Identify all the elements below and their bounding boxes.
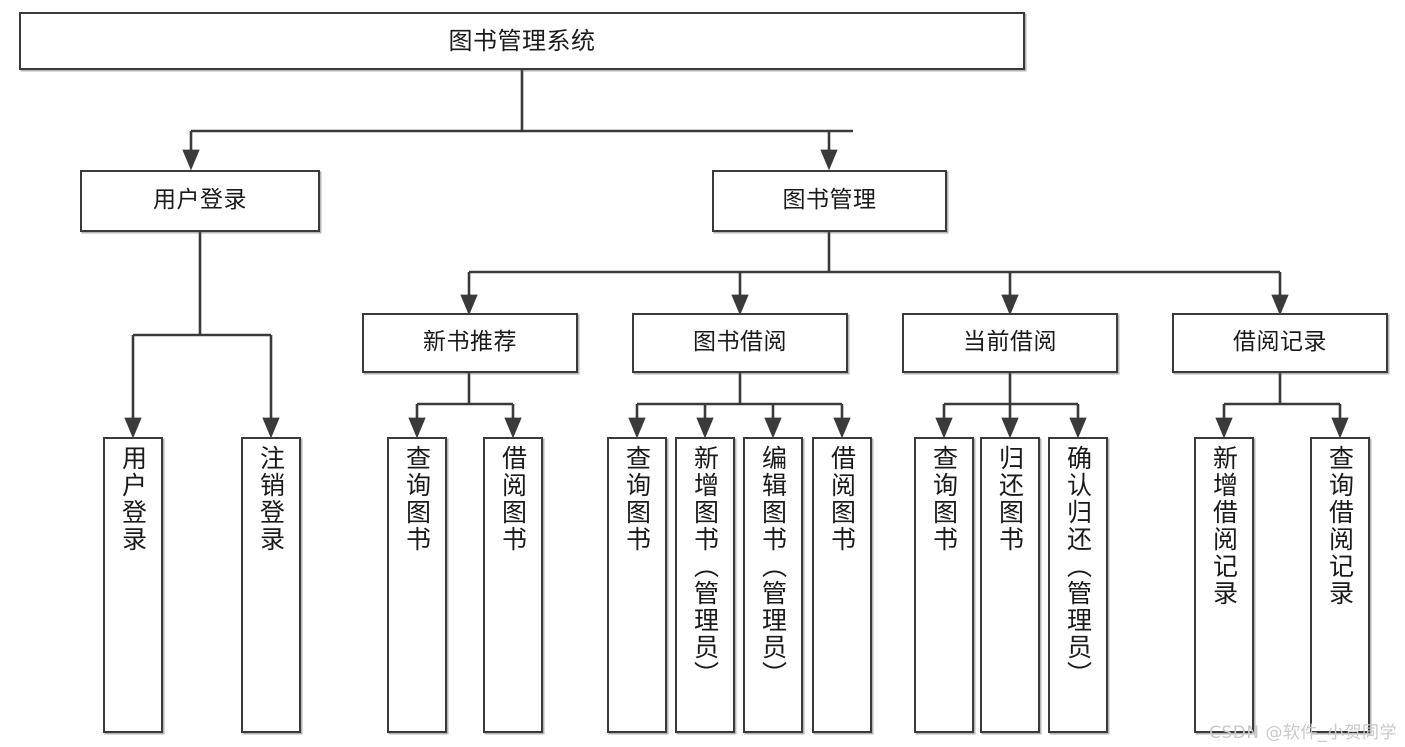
- node-leaf-add-borrow-record[interactable]: 新增借阅记录: [1194, 437, 1254, 733]
- node-new-book-recommend[interactable]: 新书推荐: [362, 313, 578, 373]
- node-label: 归还图书: [995, 445, 1025, 553]
- node-label: 借阅记录: [1233, 329, 1327, 356]
- node-label: 新增借阅记录: [1209, 445, 1239, 607]
- node-leaf-borrow-book-recommend[interactable]: 借阅图书: [483, 437, 543, 733]
- node-current-borrow[interactable]: 当前借阅: [902, 313, 1118, 373]
- node-label: 用户登录: [153, 187, 247, 214]
- node-label: 当前借阅: [963, 329, 1057, 356]
- node-borrow-record[interactable]: 借阅记录: [1172, 313, 1388, 373]
- node-leaf-query-book-current[interactable]: 查询图书: [914, 437, 974, 733]
- node-book-borrow[interactable]: 图书借阅: [632, 313, 848, 373]
- node-label: 用户登录: [118, 445, 148, 553]
- csdn-watermark: CSDN @软件_小贺同学: [1209, 723, 1397, 743]
- node-leaf-borrow-book[interactable]: 借阅图书: [812, 437, 872, 733]
- node-leaf-logout[interactable]: 注销登录: [241, 437, 301, 733]
- node-label: 编辑图书（管理员）: [758, 445, 788, 688]
- node-leaf-edit-book-admin[interactable]: 编辑图书（管理员）: [743, 437, 803, 733]
- node-book-management[interactable]: 图书管理: [712, 170, 947, 232]
- node-leaf-user-login[interactable]: 用户登录: [103, 437, 163, 733]
- node-label: 查询图书: [622, 445, 652, 553]
- node-user-login[interactable]: 用户登录: [80, 170, 320, 232]
- node-leaf-confirm-return-admin[interactable]: 确认归还（管理员）: [1048, 437, 1108, 733]
- node-root-system[interactable]: 图书管理系统: [19, 12, 1025, 70]
- node-label: 借阅图书: [498, 445, 528, 553]
- node-label: 查询图书: [402, 445, 432, 553]
- node-leaf-query-borrow-record[interactable]: 查询借阅记录: [1310, 437, 1370, 733]
- node-label: 图书管理系统: [448, 26, 596, 55]
- node-label: 确认归还（管理员）: [1063, 445, 1093, 688]
- node-label: 注销登录: [256, 445, 286, 553]
- node-leaf-query-book-borrow[interactable]: 查询图书: [607, 437, 667, 733]
- node-leaf-query-book-recommend[interactable]: 查询图书: [387, 437, 447, 733]
- node-label: 新书推荐: [423, 329, 517, 356]
- node-label: 查询图书: [929, 445, 959, 553]
- node-leaf-add-book-admin[interactable]: 新增图书（管理员）: [675, 437, 735, 733]
- node-label: 新增图书（管理员）: [690, 445, 720, 688]
- node-label: 图书管理: [782, 187, 877, 214]
- node-leaf-return-book[interactable]: 归还图书: [980, 437, 1040, 733]
- node-label: 图书借阅: [693, 329, 787, 356]
- node-label: 查询借阅记录: [1325, 445, 1355, 607]
- node-label: 借阅图书: [827, 445, 857, 553]
